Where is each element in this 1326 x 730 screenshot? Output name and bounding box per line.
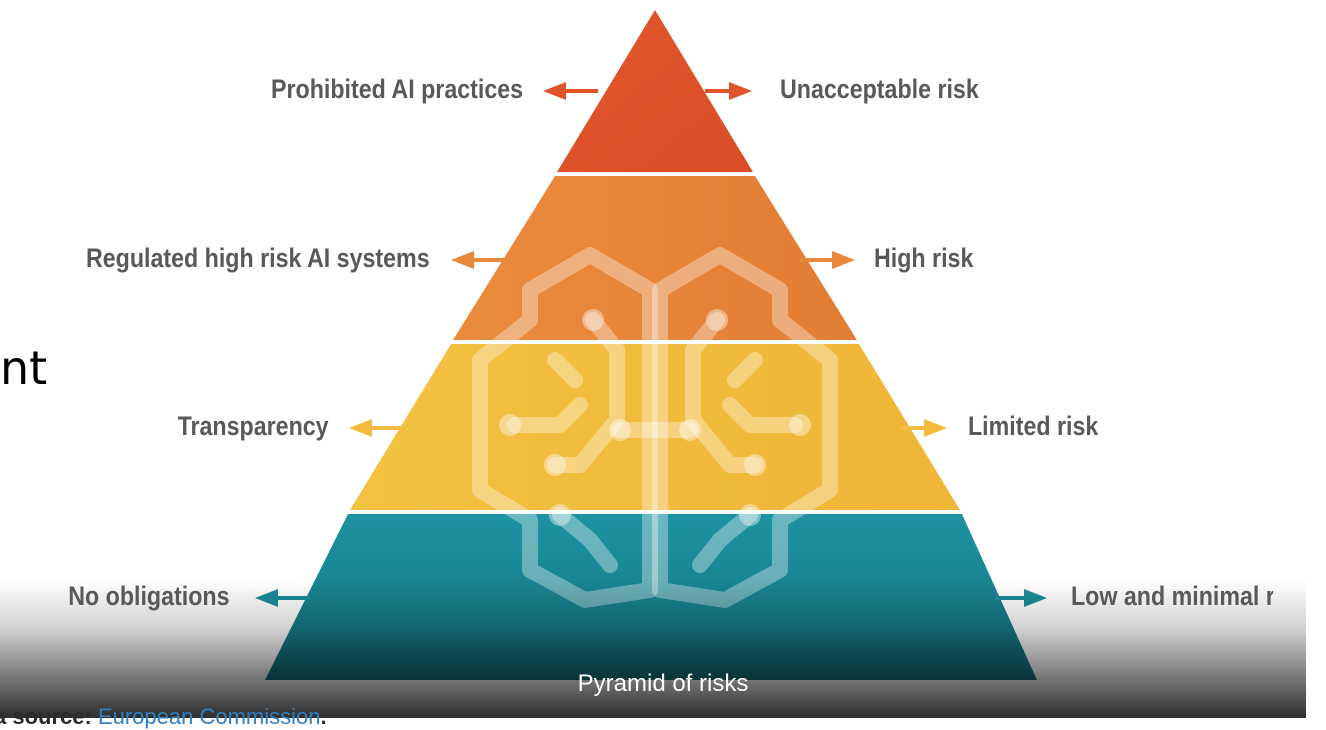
label-high-risk: High risk <box>874 243 974 273</box>
arrow-left-icon <box>349 419 405 437</box>
arrow-right-icon <box>900 419 947 437</box>
source-prefix: a source: <box>0 704 98 729</box>
level-limited-band <box>350 344 960 510</box>
label-transparency: Transparency <box>177 411 329 441</box>
ai-brain-nodes <box>499 309 811 526</box>
source-credit: a source: European Commission. <box>0 704 327 730</box>
label-unacceptable-risk: Unacceptable risk <box>780 74 979 104</box>
figure-caption: Pyramid of risks <box>577 670 749 697</box>
label-low-and-minimal-risk: Low and minimal ris <box>1071 581 1274 611</box>
label-no-obligations: No obligations <box>67 581 229 611</box>
level-high-band <box>453 176 857 340</box>
label-regulated-high-risk-ai-systems: Regulated high risk AI systems <box>86 243 430 273</box>
arrow-right-icon <box>705 82 752 100</box>
ai-brain-icon <box>472 247 838 608</box>
arrow-right-icon <box>800 251 855 269</box>
partial-heading-text: nt <box>0 341 48 395</box>
source-link[interactable]: European Commission <box>97 704 321 729</box>
caption-overlay <box>0 580 1306 718</box>
arrow-left-icon <box>543 82 598 100</box>
source-suffix: . <box>320 704 327 729</box>
label-limited-risk: Limited risk <box>968 411 1099 441</box>
level-unacceptable-band <box>557 10 753 172</box>
arrow-left-icon <box>451 251 505 269</box>
label-prohibited-ai-practices: Prohibited AI practices <box>270 74 523 104</box>
